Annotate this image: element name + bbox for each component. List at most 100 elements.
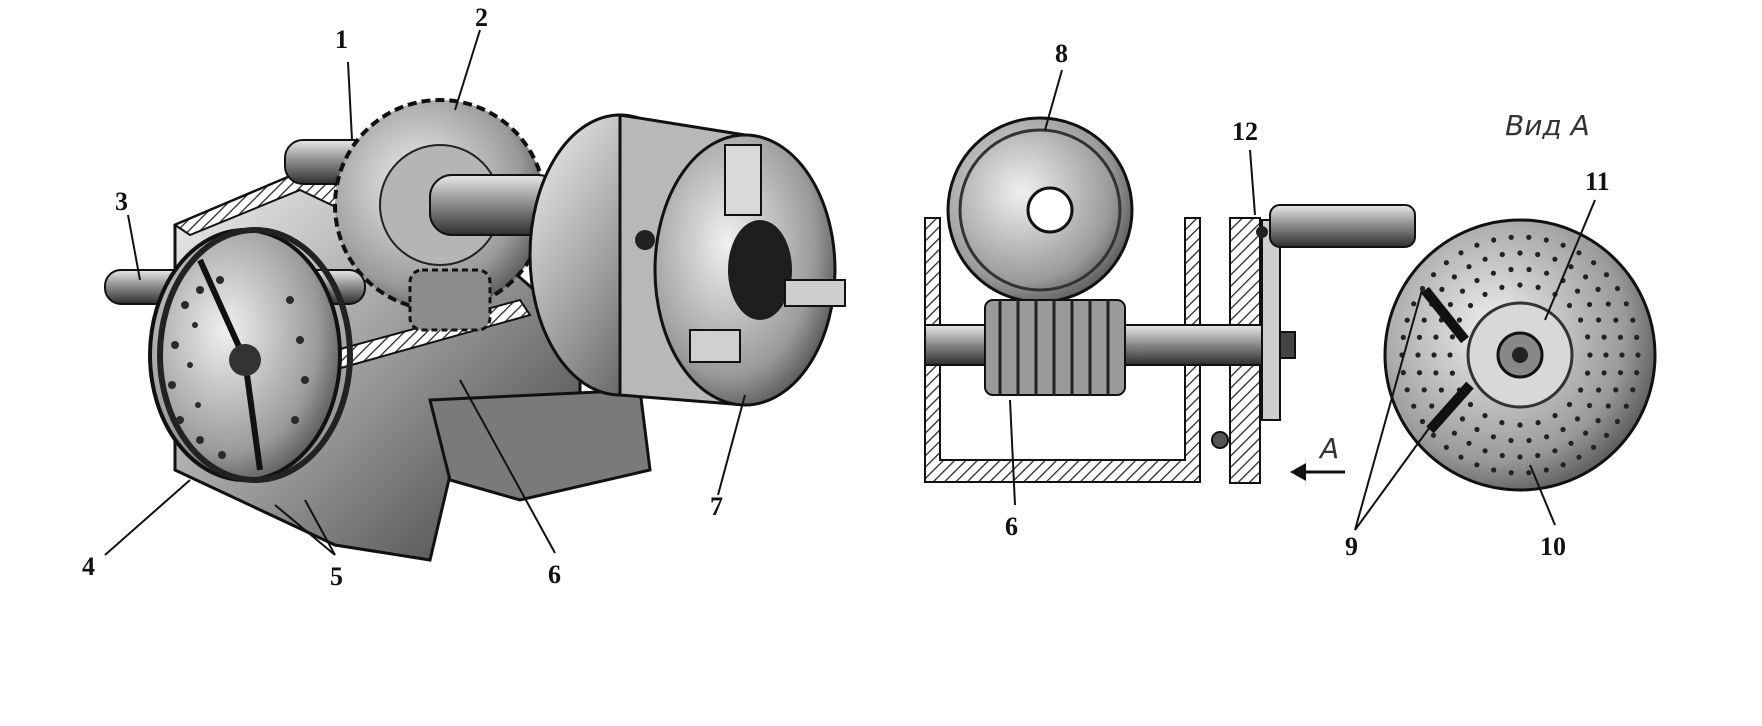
- index-hole: [1517, 282, 1523, 288]
- sector-arm-a: [197, 258, 248, 362]
- index-hole: [1619, 352, 1625, 358]
- index-hole: [1490, 270, 1496, 276]
- index-hole: [1535, 452, 1541, 459]
- index-hole: [1630, 317, 1636, 323]
- index-hole: [1443, 260, 1449, 266]
- callout-6-section: 6: [1005, 512, 1018, 541]
- section-view: А: [924, 116, 1416, 484]
- index-hole: [1587, 301, 1593, 308]
- index-hole: [1447, 301, 1453, 308]
- index-plate-hole-rings: [1399, 234, 1641, 476]
- index-hole: [1499, 452, 1505, 459]
- index-hole: [1459, 416, 1466, 422]
- index-hole: [1613, 317, 1619, 323]
- index-hole: [1466, 440, 1472, 446]
- index-hole: [1459, 288, 1466, 294]
- index-hole: [1449, 334, 1455, 340]
- section-plunger: [1256, 226, 1268, 238]
- index-hole: [1630, 387, 1636, 393]
- index-hole: [1491, 467, 1497, 473]
- index-hole: [1411, 301, 1417, 307]
- index-hole: [1552, 256, 1558, 262]
- index-hole: [1603, 432, 1610, 438]
- index-hole: [1474, 242, 1480, 248]
- index-hole: [1430, 272, 1437, 278]
- index-hole: [1482, 448, 1488, 454]
- index-hole: [1535, 251, 1541, 258]
- index-hole: [1438, 387, 1444, 393]
- sector-arm-upper: [1421, 286, 1469, 344]
- index-hole: [1458, 454, 1464, 460]
- view-arrowhead: [1290, 463, 1306, 481]
- index-hole: [1416, 370, 1423, 376]
- index-hole: [1474, 462, 1480, 468]
- callout-4: 4: [82, 552, 95, 581]
- callout-labels: 1 2 3 4 5 6 7 8 6 9 10 11 12: [82, 3, 1610, 591]
- index-hole: [1587, 402, 1593, 409]
- index-hole: [1433, 334, 1439, 340]
- index-hole: [1578, 387, 1584, 393]
- callout-9: 9: [1345, 532, 1358, 561]
- index-hole: [1508, 437, 1514, 444]
- section-crank-handle: [1269, 204, 1416, 248]
- section-gear-bore: [1026, 186, 1074, 234]
- index-hole: [1404, 387, 1410, 393]
- index-hole: [1535, 284, 1541, 290]
- sector-arm-lower: [1426, 381, 1474, 434]
- index-hole: [1474, 277, 1480, 284]
- index-hole: [1568, 440, 1574, 446]
- index-hole: [1596, 387, 1602, 393]
- index-hole: [1499, 251, 1505, 258]
- index-hole: [1443, 444, 1449, 450]
- sector-arm-b: [242, 359, 263, 471]
- index-hole: [1526, 470, 1532, 476]
- index-hole: [1508, 266, 1514, 273]
- index-hole: [1458, 250, 1464, 256]
- callout-2: 2: [475, 3, 488, 32]
- view-arrow-label: А: [1318, 432, 1339, 465]
- index-hole: [1466, 264, 1472, 270]
- view-a: Вид А: [1383, 109, 1657, 492]
- index-hole: [1614, 418, 1621, 425]
- index-hole: [1404, 317, 1410, 323]
- index-plate-holes: [168, 276, 309, 459]
- index-hole: [1456, 317, 1462, 323]
- callout-6-perspective: 6: [548, 560, 561, 589]
- index-plate-hub: [229, 344, 261, 376]
- index-hole: [1544, 434, 1550, 440]
- index-hole: [1517, 250, 1523, 256]
- index-hole: [1467, 401, 1474, 408]
- index-hole: [1474, 426, 1480, 433]
- callout-8: 8: [1055, 39, 1068, 68]
- chuck-jaw-top: [724, 144, 762, 216]
- section-worm: [984, 299, 1126, 396]
- index-hole: [1613, 387, 1619, 393]
- index-hole: [1411, 403, 1417, 409]
- section-housing: [924, 217, 1201, 483]
- index-hole: [1526, 437, 1532, 444]
- index-hole: [1449, 370, 1455, 376]
- index-hole: [1451, 430, 1457, 436]
- index-hole: [1482, 291, 1488, 297]
- index-hole: [1430, 432, 1437, 438]
- index-hole: [1568, 264, 1574, 270]
- view-a-title: Вид А: [1505, 109, 1590, 142]
- index-hole: [1499, 284, 1505, 290]
- index-hole: [1605, 403, 1611, 409]
- index-hole: [1543, 467, 1549, 473]
- perspective-view: [104, 98, 846, 562]
- index-hole: [1585, 370, 1591, 376]
- index-hole: [1482, 256, 1488, 262]
- index-hole: [1526, 266, 1532, 273]
- leader-lines: [104, 29, 1596, 556]
- index-hole: [1596, 317, 1602, 323]
- index-plate-rim: [157, 227, 353, 483]
- index-hole: [1583, 274, 1589, 280]
- index-hole: [1574, 416, 1581, 422]
- section-crank-arm: [1261, 219, 1281, 421]
- callout-12: 12: [1232, 117, 1258, 146]
- index-hole: [1508, 470, 1514, 476]
- index-hole: [1623, 301, 1629, 307]
- index-hole: [1576, 454, 1582, 460]
